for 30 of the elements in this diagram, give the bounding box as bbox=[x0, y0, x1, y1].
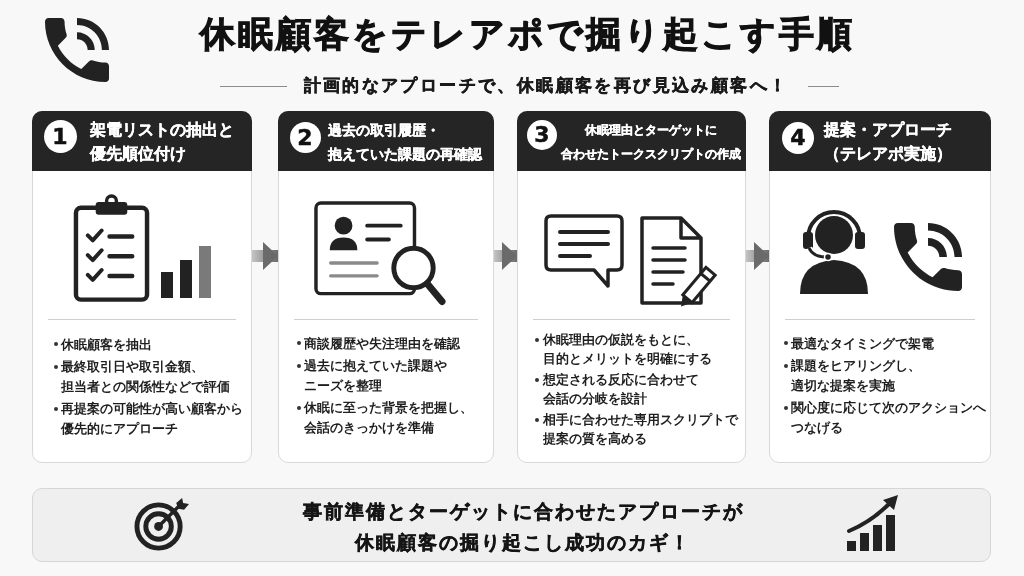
bullet-text: 最終取引日や取引金額、担当者との関係性などで評価 bbox=[61, 358, 230, 396]
step-card bbox=[517, 111, 746, 463]
step-heading: 架電リストの抽出と優先順位付け bbox=[90, 119, 234, 165]
bullet-text: 休眠理由の仮説をもとに、目的とメリットを明確にする bbox=[543, 331, 712, 368]
step-card bbox=[769, 111, 991, 463]
subtitle: 計画的なアプローチで、休眠顧客を再び見込み顧客へ！ bbox=[303, 74, 789, 97]
bullet-text: 過去に抱えていた課題やニーズを整理 bbox=[304, 357, 447, 395]
step-number: 4 bbox=[782, 122, 814, 154]
arrow bbox=[494, 242, 517, 270]
banner-text: 事前準備とターゲットに合わせたアプローチが休眠顧客の掘り起こし成功のカギ！ bbox=[302, 499, 744, 555]
banner-box bbox=[32, 488, 991, 562]
bullet-text: 関心度に応じて次のアクションへつなげる bbox=[791, 399, 986, 437]
bullet-text: 最適なタイミングで架電 bbox=[791, 335, 934, 353]
step-number: 1 bbox=[43, 119, 77, 153]
bullet-text: 商談履歴や失注理由を確認 bbox=[304, 335, 460, 353]
step-card bbox=[278, 111, 494, 463]
step-number: 3 bbox=[527, 120, 557, 150]
arrow bbox=[746, 242, 769, 270]
bullet-text: 相手に合わせた専用スクリプトで提案の質を高める bbox=[543, 411, 738, 448]
bullet-text: 想定される反応に合わせて会話の分岐を設計 bbox=[543, 371, 699, 408]
bullet-text: 再提案の可能性が高い顧客から優先的にアプローチ bbox=[61, 400, 243, 438]
bullet-text: 休眠に至った背景を把握し、会話のきっかけを準備 bbox=[304, 399, 473, 437]
step-number: 2 bbox=[289, 121, 321, 153]
step-heading: 過去の取引履歴・抱えていた課題の再確認 bbox=[328, 121, 482, 164]
bullet-text: 休眠顧客を抽出 bbox=[61, 336, 152, 354]
step-card bbox=[32, 111, 252, 463]
step-heading: 休眠理由とターゲットに合わせたトークスクリプトの作成 bbox=[561, 122, 741, 163]
bullet-text: 課題をヒアリングし、適切な提案を実施 bbox=[791, 357, 921, 395]
title: 休眠顧客をテレアポで掘り起こす手順 bbox=[199, 13, 855, 56]
step-heading: 提案・アプローチ（テレアポ実施） bbox=[824, 119, 952, 165]
